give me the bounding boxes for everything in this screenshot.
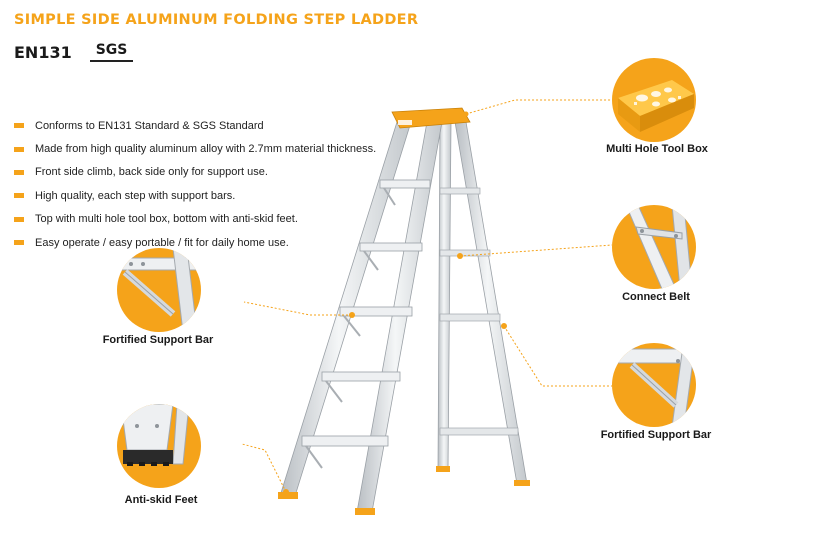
feature-item: Conforms to EN131 Standard & SGS Standar…: [14, 114, 376, 137]
back-leg-left: [437, 121, 452, 471]
callout-support-bar-left: Fortified Support Bar: [103, 248, 213, 346]
bullet-icon: [14, 193, 24, 199]
feature-text: Front side climb, back side only for sup…: [35, 166, 268, 179]
tool-box-detail-image: [612, 58, 696, 142]
label-connect-belt: Connect Belt: [622, 291, 690, 303]
en131-label: EN131: [14, 43, 72, 62]
label-support-bar-right: Fortified Support Bar: [600, 429, 712, 441]
label-support-bar-left: Fortified Support Bar: [102, 334, 214, 346]
feature-list: Conforms to EN131 Standard & SGS Standar…: [14, 114, 376, 254]
support-bars: [305, 187, 396, 469]
page-title: SIMPLE SIDE ALUMINUM FOLDING STEP LADDER: [14, 12, 419, 28]
sgs-mark: SGS: [89, 42, 134, 62]
callout-tool-box: Multi Hole Tool Box: [606, 58, 708, 155]
anti-skid-foot-icon: [120, 404, 190, 466]
feature-item: Made from high quality aluminum alloy wi…: [14, 137, 376, 160]
front-foot-right: [355, 508, 375, 515]
leader-dots: [283, 111, 507, 495]
support-bar-icon: [612, 348, 696, 427]
feature-item: Front side climb, back side only for sup…: [14, 161, 376, 184]
callout-anti-skid: Anti-skid Feet: [117, 404, 201, 506]
feature-item: Easy operate / easy portable / fit for d…: [14, 231, 376, 254]
bullet-icon: [14, 123, 24, 129]
callout-support-bar-right: Fortified Support Bar: [601, 343, 711, 441]
top-tool-box: [391, 107, 471, 129]
feature-item: High quality, each step with support bar…: [14, 184, 376, 207]
bullet-icon: [14, 169, 24, 175]
label-tool-box: Multi Hole Tool Box: [606, 143, 708, 155]
connect-belt: [439, 249, 491, 257]
label-anti-skid: Anti-skid Feet: [124, 494, 198, 506]
connect-belt-detail-image: [612, 205, 696, 289]
back-rung: [439, 427, 519, 436]
support-bar-left-detail-image: [117, 248, 201, 332]
front-steps: [301, 179, 431, 447]
feature-text: Made from high quality aluminum alloy wi…: [35, 143, 377, 156]
bullet-icon: [14, 240, 24, 246]
support-bar-detail-icon: [117, 248, 201, 332]
feature-text: High quality, each step with support bar…: [35, 189, 236, 202]
feature-item: Top with multi hole tool box, bottom wit…: [14, 208, 376, 231]
feature-text: Easy operate / easy portable / fit for d…: [35, 236, 289, 249]
leader-lines: [241, 99, 613, 493]
feature-text: Top with multi hole tool box, bottom wit…: [35, 213, 298, 226]
support-bar-right-detail-image: [612, 343, 696, 427]
anti-skid-detail-image: [117, 404, 201, 488]
bullet-icon: [14, 216, 24, 222]
bullet-icon: [14, 146, 24, 152]
back-rung: [439, 187, 481, 195]
tool-box-icon: [618, 80, 694, 132]
front-foot-left: [278, 492, 298, 499]
back-foot: [514, 480, 530, 486]
feature-text: Conforms to EN131 Standard & SGS Standar…: [35, 119, 264, 132]
certifications: EN131 SGS: [14, 42, 134, 62]
back-rung: [439, 313, 501, 322]
back-foot: [436, 466, 450, 472]
callout-connect-belt: Connect Belt: [612, 205, 696, 303]
connect-belt-icon: [625, 205, 693, 289]
